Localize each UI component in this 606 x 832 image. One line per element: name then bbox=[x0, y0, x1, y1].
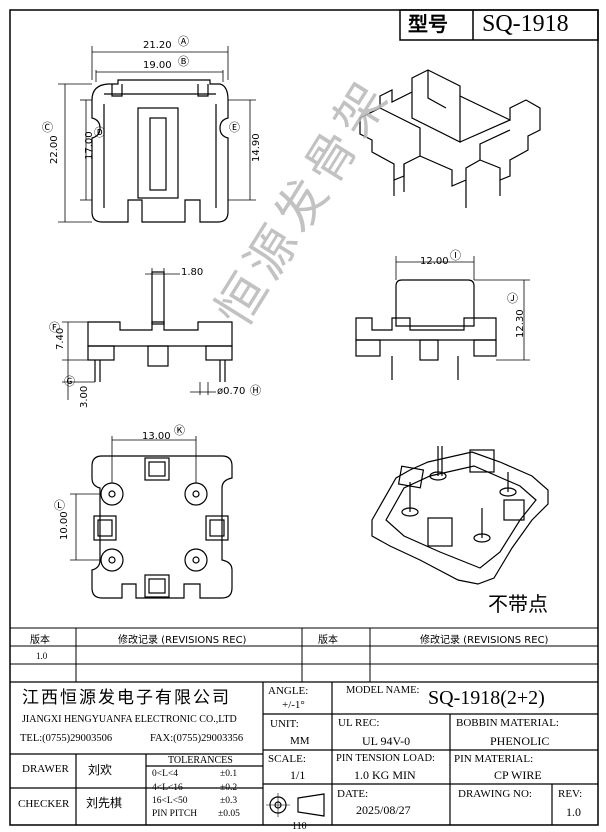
tol-range-3: 16<L<50 bbox=[152, 796, 188, 806]
tol-range-2: 4<L<16 bbox=[152, 783, 183, 793]
dim-a-mark: Ⓐ bbox=[178, 35, 189, 48]
fax: FAX:(0755)29003356 bbox=[150, 733, 244, 744]
tol-range-4: PIN PITCH bbox=[152, 809, 198, 819]
dim-b: 19.00 bbox=[143, 60, 172, 71]
side-view-dims bbox=[395, 256, 530, 361]
dim-e-mark: Ⓔ bbox=[229, 121, 240, 134]
iso-view-top bbox=[359, 69, 541, 208]
dim-d-mark: Ⓓ bbox=[94, 126, 105, 139]
scale-value: 1/1 bbox=[290, 768, 306, 782]
scale-label: SCALE: bbox=[268, 753, 306, 765]
date-value: 2025/08/27 bbox=[356, 803, 411, 817]
dim-l-mark: Ⓛ bbox=[54, 499, 65, 512]
company-en: JIANGXI HENGYUANFA ELECTRONIC CO.,LTD bbox=[22, 714, 237, 725]
pin-tension-value: 1.0 KG MIN bbox=[354, 768, 416, 782]
pin-material-value: CP WIRE bbox=[494, 768, 542, 782]
tolerances-label: TOLERANCES bbox=[168, 755, 233, 766]
side-view bbox=[355, 279, 497, 380]
bottom-view-dims bbox=[70, 436, 197, 561]
front-view bbox=[87, 271, 233, 382]
tol-value-3: ±0.3 bbox=[220, 796, 238, 806]
tel: TEL:(0755)29003506 bbox=[20, 733, 113, 744]
dim-e: 14.90 bbox=[251, 133, 262, 162]
type-label: 型号 bbox=[408, 12, 448, 36]
drawer-label: DRAWER bbox=[22, 763, 69, 775]
sheet-border bbox=[9, 9, 599, 826]
pin-material-label: PIN MATERIAL: bbox=[454, 753, 534, 765]
dim-h-mark: Ⓗ bbox=[250, 384, 261, 397]
tol-range-1: 0<L<4 bbox=[152, 769, 179, 779]
bottom-view bbox=[91, 455, 233, 599]
rev-value: 1.0 bbox=[566, 805, 581, 819]
iso-view-bottom bbox=[371, 446, 549, 585]
rev-ver-header: 版本 bbox=[30, 635, 50, 646]
angle-value: +/-1° bbox=[282, 699, 305, 711]
model-name-value: SQ-1918(2+2) bbox=[428, 687, 545, 709]
dim-f-mark: Ⓕ bbox=[49, 321, 60, 334]
tol-value-1: ±0.1 bbox=[220, 769, 238, 779]
dim-i: 12.00 bbox=[420, 256, 449, 267]
ul-label: UL REC: bbox=[338, 717, 380, 729]
front-view-dims bbox=[62, 268, 216, 400]
dim-c: 22.00 bbox=[49, 135, 60, 164]
dim-k-mark: Ⓚ bbox=[174, 424, 185, 437]
top-view-dims bbox=[58, 46, 256, 223]
bobbin-material-label: BOBBIN MATERIAL: bbox=[456, 717, 559, 729]
rev-ver-header-2: 版本 bbox=[318, 635, 338, 646]
tol-value-2: ±0.2 bbox=[220, 783, 238, 793]
dim-b-mark: Ⓑ bbox=[178, 55, 189, 68]
tol-value-4: ±0.05 bbox=[218, 809, 240, 819]
dim-a: 21.20 bbox=[143, 40, 172, 51]
top-view bbox=[91, 79, 229, 223]
dim-pillar-width: 1.80 bbox=[181, 267, 204, 278]
dim-g: 3.00 bbox=[79, 385, 90, 408]
checker-label: CHECKER bbox=[18, 798, 70, 810]
model-header-box bbox=[399, 9, 599, 41]
date-label: DATE: bbox=[337, 788, 369, 800]
dim-g-mark: Ⓖ bbox=[64, 375, 75, 388]
bottom-cut-text: 110 bbox=[292, 821, 307, 832]
unit-label: UNIT: bbox=[270, 718, 299, 730]
note-text: 不带点 bbox=[488, 592, 548, 616]
dim-k: 13.00 bbox=[142, 431, 171, 442]
model-number: SQ-1918 bbox=[482, 11, 569, 37]
dim-i-mark: Ⓘ bbox=[450, 249, 461, 262]
rev-row1-ver: 1.0 bbox=[36, 651, 48, 661]
checker-name: 刘先棋 bbox=[86, 796, 123, 810]
bobbin-material-value: PHENOLIC bbox=[490, 734, 550, 748]
dim-l: 10.00 bbox=[59, 511, 70, 540]
unit-value: MM bbox=[290, 735, 310, 747]
dim-h: ø0.70 bbox=[217, 386, 246, 397]
pin-tension-label: PIN TENSION LOAD: bbox=[336, 753, 435, 764]
rev-rec-header: 修改记录 (REVISIONS REC) bbox=[118, 635, 247, 646]
dim-j-mark: Ⓙ bbox=[507, 292, 518, 305]
model-name-label: MODEL NAME: bbox=[346, 685, 420, 696]
dim-j: 12.30 bbox=[515, 309, 526, 338]
company-cn: 江西恒源发电子有限公司 bbox=[22, 688, 231, 708]
rev-label: REV: bbox=[558, 788, 583, 800]
angle-label: ANGLE: bbox=[268, 685, 309, 697]
dim-c-mark: Ⓒ bbox=[42, 121, 53, 134]
drawing-no-label: DRAWING NO: bbox=[458, 788, 532, 800]
drawer-name: 刘欢 bbox=[88, 763, 113, 777]
rev-rec-header-2: 修改记录 (REVISIONS REC) bbox=[420, 635, 549, 646]
title-block-lines bbox=[10, 681, 598, 825]
ul-value: UL 94V-0 bbox=[362, 734, 411, 748]
